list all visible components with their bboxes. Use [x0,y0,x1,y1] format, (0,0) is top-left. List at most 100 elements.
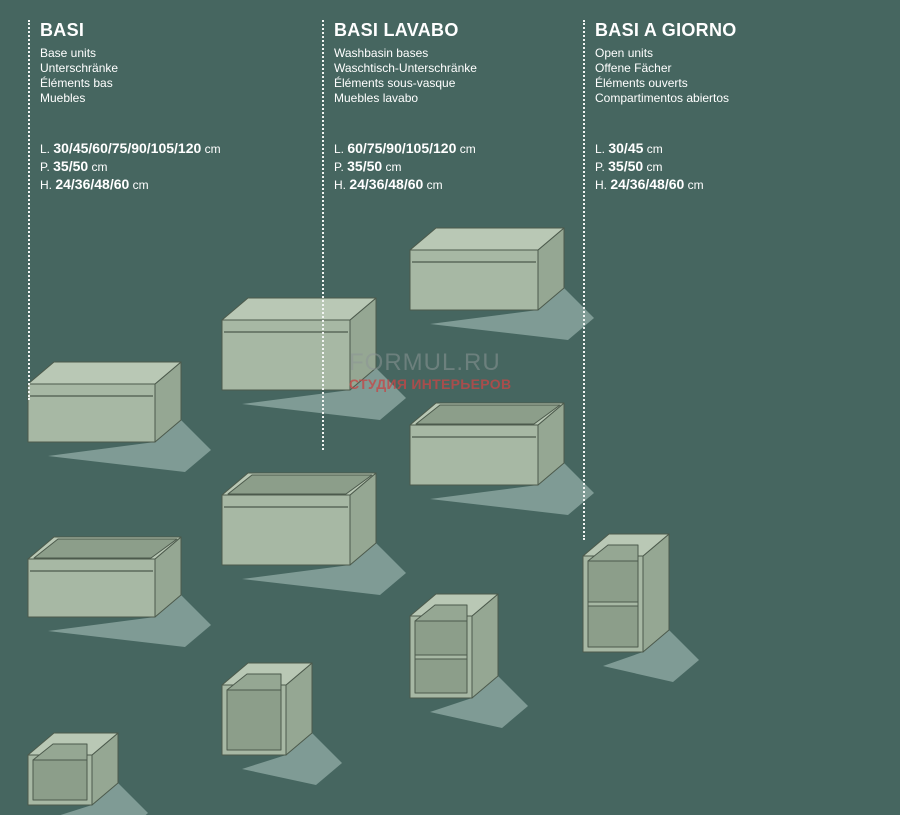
dotted-divider [28,20,30,400]
subtitle-list: Base units Unterschränke Éléments bas Mu… [40,46,221,106]
subtitle-es: Muebles [40,91,86,105]
cabinet-basi-drawer-low [27,361,211,472]
subtitle-list: Open units Offene Fächer Éléments ouvert… [595,46,737,106]
dim-height: H. 24/36/48/60 cm [40,176,221,194]
cabinet-front [409,424,539,486]
dim-prefix: P. [595,160,605,174]
cabinet-shadow [430,463,594,515]
subtitle-en: Open units [595,46,654,60]
dimensions: L. 30/45/60/75/90/105/120 cm P. 35/50 cm… [40,140,221,194]
dim-prefix: L. [40,142,51,156]
cabinet-cavity-top [587,544,639,562]
cabinet-shadow [242,733,342,785]
dim-unit: cm [132,178,149,192]
dim-value: 35/50 [347,158,383,174]
watermark: FORMUL.RU СТУДИЯ ИНТЕРЬЕРОВ [349,349,512,393]
dim-value: 30/45/60/75/90/105/120 [53,140,202,156]
subtitle-es: Muebles lavabo [334,91,419,105]
watermark-studio: СТУДИЯ ИНТЕРЬЕРОВ [349,376,512,392]
dim-value: 24/36/48/60 [349,176,424,192]
cabinet-top [221,297,377,321]
cabinet-shadow [430,676,528,728]
subtitle-en: Washbasin bases [334,46,429,60]
cabinet-shadow [60,783,148,815]
dim-unit: cm [91,160,108,174]
cabinet-top [409,227,565,251]
column-title: BASI [40,20,85,40]
dim-value: 60/75/90/105/120 [347,140,457,156]
cabinet-lavabo-open-shelf [409,593,528,728]
dim-unit: cm [646,142,663,156]
cabinet-shadow [603,630,699,682]
cabinet-front [221,494,351,566]
cabinet-shadow [48,595,211,647]
cabinet-cavity [32,759,88,801]
cabinet-lavabo-drawer-open-tall [409,402,594,515]
dim-unit: cm [204,142,221,156]
subtitle-fr: Éléments ouverts [595,76,688,90]
cabinet-shadow [430,288,594,340]
cabinet-basi-drawer-mid [221,297,406,420]
watermark-site: FORMUL.RU [349,349,501,376]
dim-width: L. 60/75/90/105/120 cm [334,140,477,158]
cabinet-basi-drawer-open-low [27,536,211,647]
subtitle-fr: Éléments bas [40,76,113,90]
dim-height: H. 24/36/48/60 cm [334,176,477,194]
dim-depth: P. 35/50 cm [595,158,737,176]
dim-prefix: H. [40,178,52,192]
dim-width: L. 30/45/60/75/90/105/120 cm [40,140,221,158]
dim-unit: cm [646,160,663,174]
cabinet-cavity [226,689,282,751]
cabinet-front [27,383,156,443]
dim-value: 35/50 [608,158,644,174]
cabinet-basi-open-box-low [27,732,148,815]
cabinet-shadow [242,368,406,420]
subtitle-de: Waschtisch-Unterschränke [334,61,477,75]
dim-value: 24/36/48/60 [610,176,685,192]
cabinet-shelf [587,601,639,607]
cabinet-giorno-open-shelf-tall [582,533,699,682]
dimensions: L. 60/75/90/105/120 cm P. 35/50 cm H. 24… [334,140,477,194]
cabinet-cavity-top [32,743,88,761]
dim-unit: cm [687,178,704,192]
subtitle-list: Washbasin bases Waschtisch-Unterschränke… [334,46,477,106]
dim-prefix: P. [40,160,50,174]
cabinet-shelf [414,654,468,660]
cabinet-front [221,319,351,391]
dim-height: H. 24/36/48/60 cm [595,176,737,194]
cabinet-shadow [242,543,406,595]
dotted-divider [583,20,585,540]
cabinet-front [27,558,156,618]
dim-value: 30/45 [608,140,644,156]
dim-prefix: H. [595,178,607,192]
subtitle-de: Unterschränke [40,61,119,75]
dim-prefix: P. [334,160,344,174]
dim-prefix: L. [334,142,345,156]
cabinet-opening [33,538,178,559]
subtitle-fr: Éléments sous-vasque [334,76,456,90]
dim-prefix: H. [334,178,346,192]
dim-value: 35/50 [53,158,89,174]
dim-depth: P. 35/50 cm [40,158,221,176]
cabinet-cavity-top [226,673,282,691]
dim-prefix: L. [595,142,606,156]
column-title: BASI A GIORNO [595,20,737,40]
cabinet-shadow [48,420,211,472]
cabinet-front [409,249,539,311]
dim-value: 24/36/48/60 [55,176,130,192]
subtitle-es: Compartimentos abiertos [595,91,730,105]
dim-unit: cm [459,142,476,156]
cabinet-lavabo-drawer-tall [409,227,594,340]
dim-depth: P. 35/50 cm [334,158,477,176]
cabinet-opening [415,404,561,425]
cabinet-top [27,361,182,385]
subtitle-de: Offene Fächer [595,61,672,75]
cabinet-basi-open-box-small [221,662,342,785]
dim-width: L. 30/45 cm [595,140,737,158]
cabinet-opening [227,474,373,495]
dimensions: L. 30/45 cm P. 35/50 cm H. 24/36/48/60 c… [595,140,737,194]
dim-unit: cm [426,178,443,192]
cabinet-cavity-top [414,604,468,622]
cabinet-basi-drawer-open-mid [221,472,406,595]
